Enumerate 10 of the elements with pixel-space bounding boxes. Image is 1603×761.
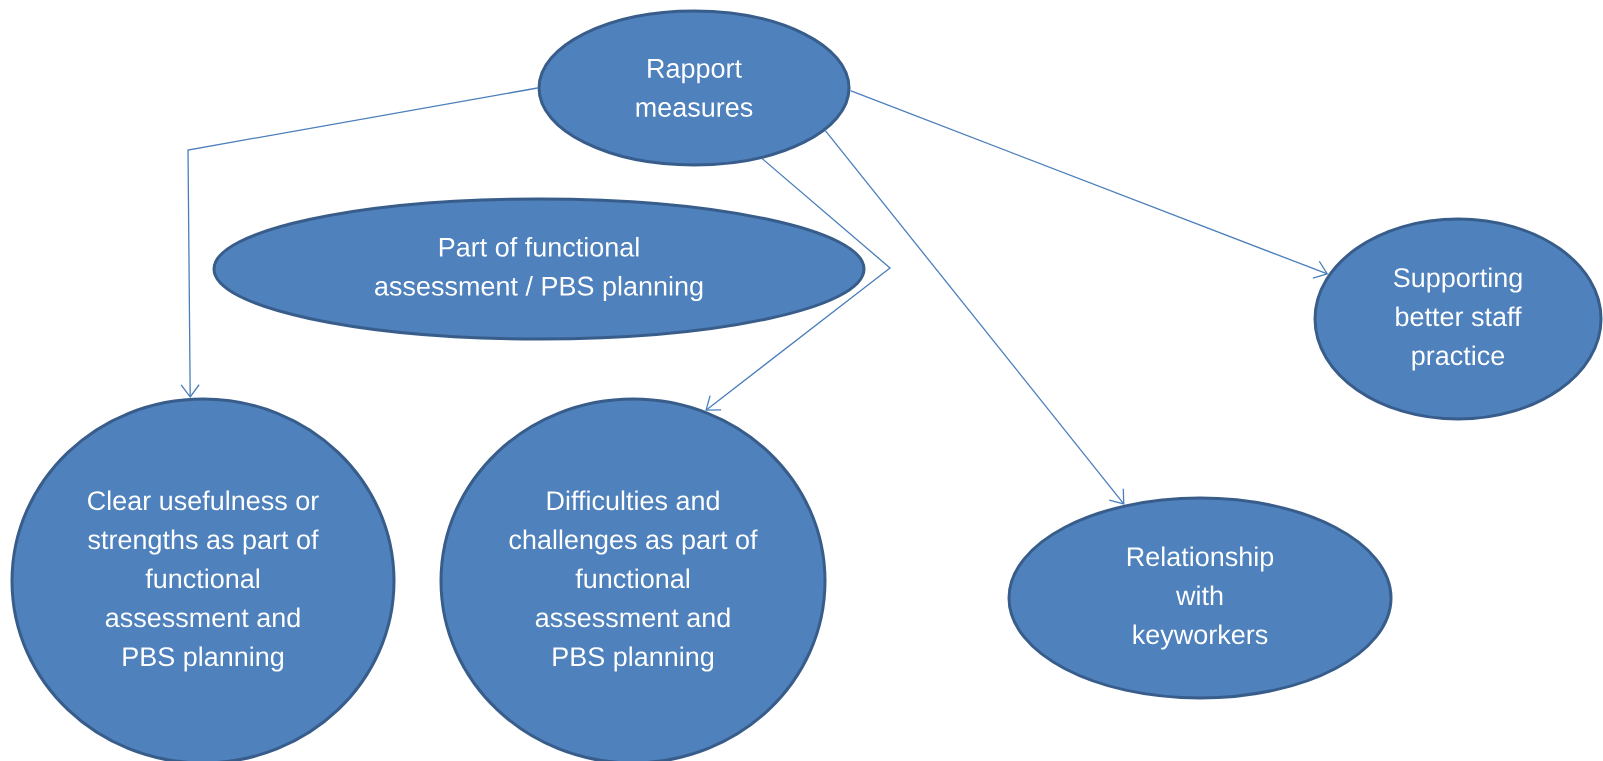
- arrow: [705, 158, 892, 411]
- ellipse-node: Relationship with keyworkers: [1007, 496, 1393, 700]
- arrow: [849, 90, 1329, 279]
- ellipse-node: Rapport measures: [537, 9, 851, 167]
- ellipse-node: Clear usefulness or strengths as part of functional assessment and PBS planning: [10, 397, 396, 761]
- arrow: [824, 130, 1125, 505]
- ellipse-node: Part of functional assessment / PBS planning: [212, 197, 866, 341]
- ellipse-node: Supporting better staff practice: [1313, 217, 1603, 421]
- ellipse-node: Difficulties and challenges as part of functional assessment and PBS planning: [439, 397, 827, 761]
- arrow: [180, 87, 539, 398]
